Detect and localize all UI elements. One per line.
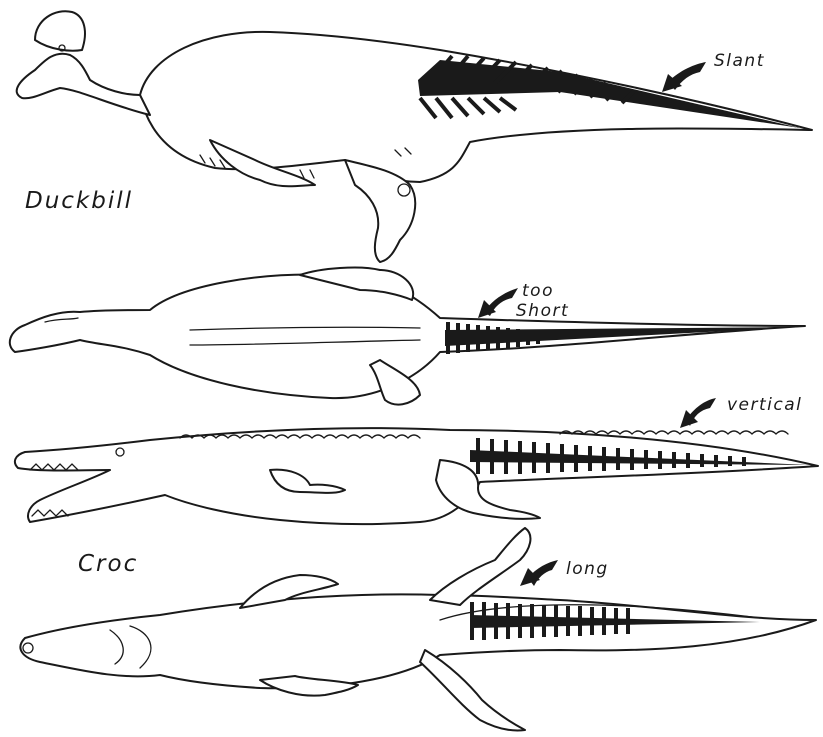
- annotation-vertical: vertical: [727, 395, 802, 415]
- croc-side-arrow: [680, 398, 716, 428]
- croc-top-drawing: [20, 528, 816, 731]
- duckbill-top-arrow: [478, 288, 518, 318]
- duckbill-side-drawing: [17, 11, 812, 262]
- label-croc: Croc: [78, 551, 138, 577]
- duckbill-side-arrow: [662, 62, 706, 92]
- label-duckbill: Duckbill: [25, 188, 133, 214]
- annotation-too: too: [522, 281, 554, 301]
- croc-side-drawing: [15, 428, 818, 524]
- annotation-long: long: [566, 559, 609, 579]
- duckbill-top-drawing: [10, 268, 805, 405]
- annotation-short: Short: [516, 301, 569, 321]
- annotation-slant: Slant: [714, 51, 765, 71]
- croc-top-arrow: [520, 560, 558, 586]
